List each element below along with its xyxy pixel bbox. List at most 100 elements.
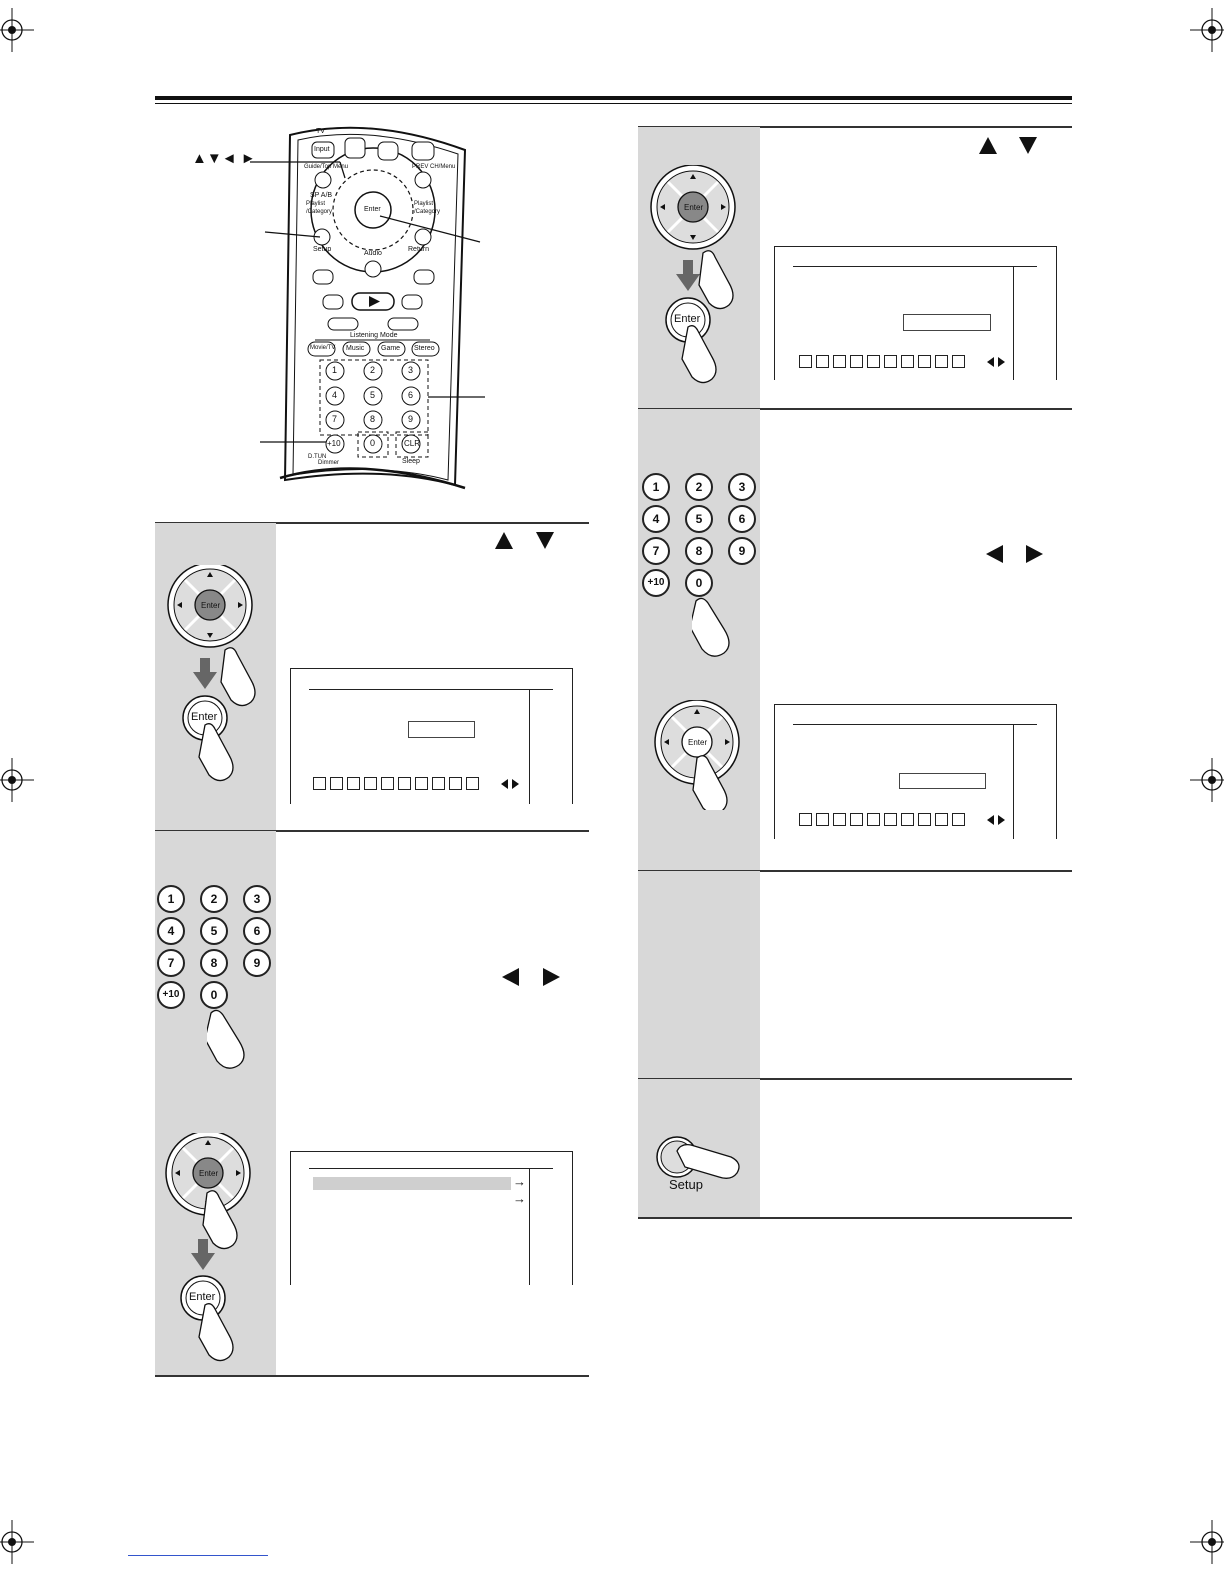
key-1: 1: [157, 885, 185, 913]
remote-key-2: 2: [370, 365, 376, 375]
remote-spab-label: SP A/B: [310, 192, 333, 199]
right-arrow-icon: [998, 357, 1005, 367]
step-rule: [155, 1375, 589, 1377]
down-arrow-icon: [1019, 137, 1037, 154]
right-arrow-icon: [543, 968, 560, 986]
on-screen-display: [774, 704, 1057, 839]
key-0: 0: [200, 981, 228, 1009]
key-plus10: +10: [157, 981, 185, 1009]
remote-control-illustration: ▲▼◄ ► TV Input Guide/Top Menu PREV CH/Me…: [180, 120, 510, 500]
key-3: 3: [243, 885, 271, 913]
registration-mark-top-right: [1190, 8, 1224, 52]
callout-arrow-keys-label: ▲▼◄ ►: [192, 150, 256, 167]
remote-key-3: 3: [408, 365, 414, 375]
key-9: 9: [243, 949, 271, 977]
up-arrow-icon: [979, 137, 997, 154]
remote-setup-label: Setup: [313, 246, 332, 253]
header-rule-thin: [155, 103, 1072, 104]
setup-press-illustration: Setup: [655, 1135, 755, 1195]
remote-key-4: 4: [332, 390, 338, 400]
left-arrow-icon: [502, 968, 519, 986]
dpad-press-illustration: Enter Enter: [165, 562, 275, 785]
remote-return-label: Return: [408, 246, 430, 253]
remote-key-0: 0: [370, 438, 376, 448]
key-9: 9: [728, 537, 756, 565]
registration-mark-mid-left: [0, 758, 34, 802]
key-2: 2: [200, 885, 228, 913]
step-rule: [155, 830, 589, 832]
remote-music-label: Music: [346, 345, 365, 352]
remote-playlist-left-label: Playlist /Category: [306, 201, 333, 215]
menu-row-arrow-icon: →: [513, 1174, 526, 1189]
key-6: 6: [728, 505, 756, 533]
right-arrow-icon: [1026, 545, 1043, 563]
enter-small-label: Enter: [684, 203, 704, 212]
number-keypad-illustration: 1 2 3 4 5 6 7 8 9 +10 0: [642, 473, 757, 663]
up-arrow-icon: [495, 532, 513, 549]
number-keypad-illustration: 1 2 3 4 5 6 7 8 9 +10 0: [157, 885, 272, 1075]
enter-small-label: Enter: [199, 1169, 219, 1178]
remote-key-plus10: +10: [327, 439, 341, 448]
dpad-press-illustration: Enter Enter: [165, 1130, 275, 1363]
remote-key-7: 7: [332, 414, 338, 424]
on-screen-display: [774, 246, 1057, 380]
remote-key-1: 1: [332, 365, 338, 375]
enter-large-label: Enter: [191, 711, 218, 723]
step-rule: [638, 126, 1072, 128]
remote-key-5: 5: [370, 390, 376, 400]
character-boxes: [799, 355, 969, 373]
key-0: 0: [685, 569, 713, 597]
step-rule: [638, 408, 1072, 410]
registration-mark-bottom-left: [0, 1520, 34, 1564]
character-boxes: [799, 813, 969, 831]
remote-prevch-label: PREV CH/Menu: [412, 164, 456, 170]
remote-key-6: 6: [408, 390, 414, 400]
remote-enter-label: Enter: [364, 206, 381, 213]
right-arrow-icon: [998, 815, 1005, 825]
enter-large-label: Enter: [189, 1291, 216, 1303]
registration-mark-bottom-right: [1190, 1520, 1224, 1564]
down-arrow-icon: [536, 532, 554, 549]
enter-small-label: Enter: [688, 738, 708, 747]
remote-guide-label: Guide/Top Menu: [304, 164, 349, 170]
remote-audio-label: Audio: [364, 250, 382, 257]
key-4: 4: [157, 917, 185, 945]
remote-tv-label: TV: [316, 128, 325, 135]
remote-game-label: Game: [381, 345, 401, 352]
key-4: 4: [642, 505, 670, 533]
key-7: 7: [157, 949, 185, 977]
character-boxes: [313, 777, 483, 795]
key-8: 8: [200, 949, 228, 977]
setup-label: Setup: [669, 1177, 703, 1192]
step-illustration-panel: [638, 871, 760, 1078]
key-plus10: +10: [642, 569, 670, 597]
remote-dtun-label: D.TUN: [308, 454, 327, 460]
registration-mark-mid-right: [1190, 758, 1224, 802]
remote-sleep-label: Sleep: [402, 458, 420, 465]
registration-mark-top-left: [0, 8, 34, 52]
step-rule: [638, 1217, 1072, 1219]
remote-dimmer-label: Dimmer: [318, 460, 339, 466]
remote-key-9: 9: [408, 414, 414, 424]
text-entry-field: [903, 314, 991, 331]
key-6: 6: [243, 917, 271, 945]
remote-clr-label: CLR: [404, 439, 421, 448]
enter-large-label: Enter: [674, 313, 701, 325]
menu-highlight-row: [313, 1177, 511, 1190]
text-entry-field: [408, 721, 475, 738]
remote-playlist-right-label: Playlist /Category: [414, 201, 441, 215]
left-arrow-icon: [987, 357, 994, 367]
key-7: 7: [642, 537, 670, 565]
left-arrow-icon: [986, 545, 1003, 563]
step-rule: [638, 1078, 1072, 1080]
on-screen-menu: → →: [290, 1151, 573, 1285]
right-arrow-icon: [512, 779, 519, 789]
remote-key-8: 8: [370, 414, 376, 424]
key-5: 5: [685, 505, 713, 533]
key-3: 3: [728, 473, 756, 501]
remote-stereo-label: Stereo: [414, 345, 435, 352]
remote-movie-tv-label: Movie/TV: [310, 345, 336, 351]
menu-row-arrow-icon: →: [513, 1191, 526, 1206]
left-arrow-icon: [987, 815, 994, 825]
left-arrow-icon: [501, 779, 508, 789]
